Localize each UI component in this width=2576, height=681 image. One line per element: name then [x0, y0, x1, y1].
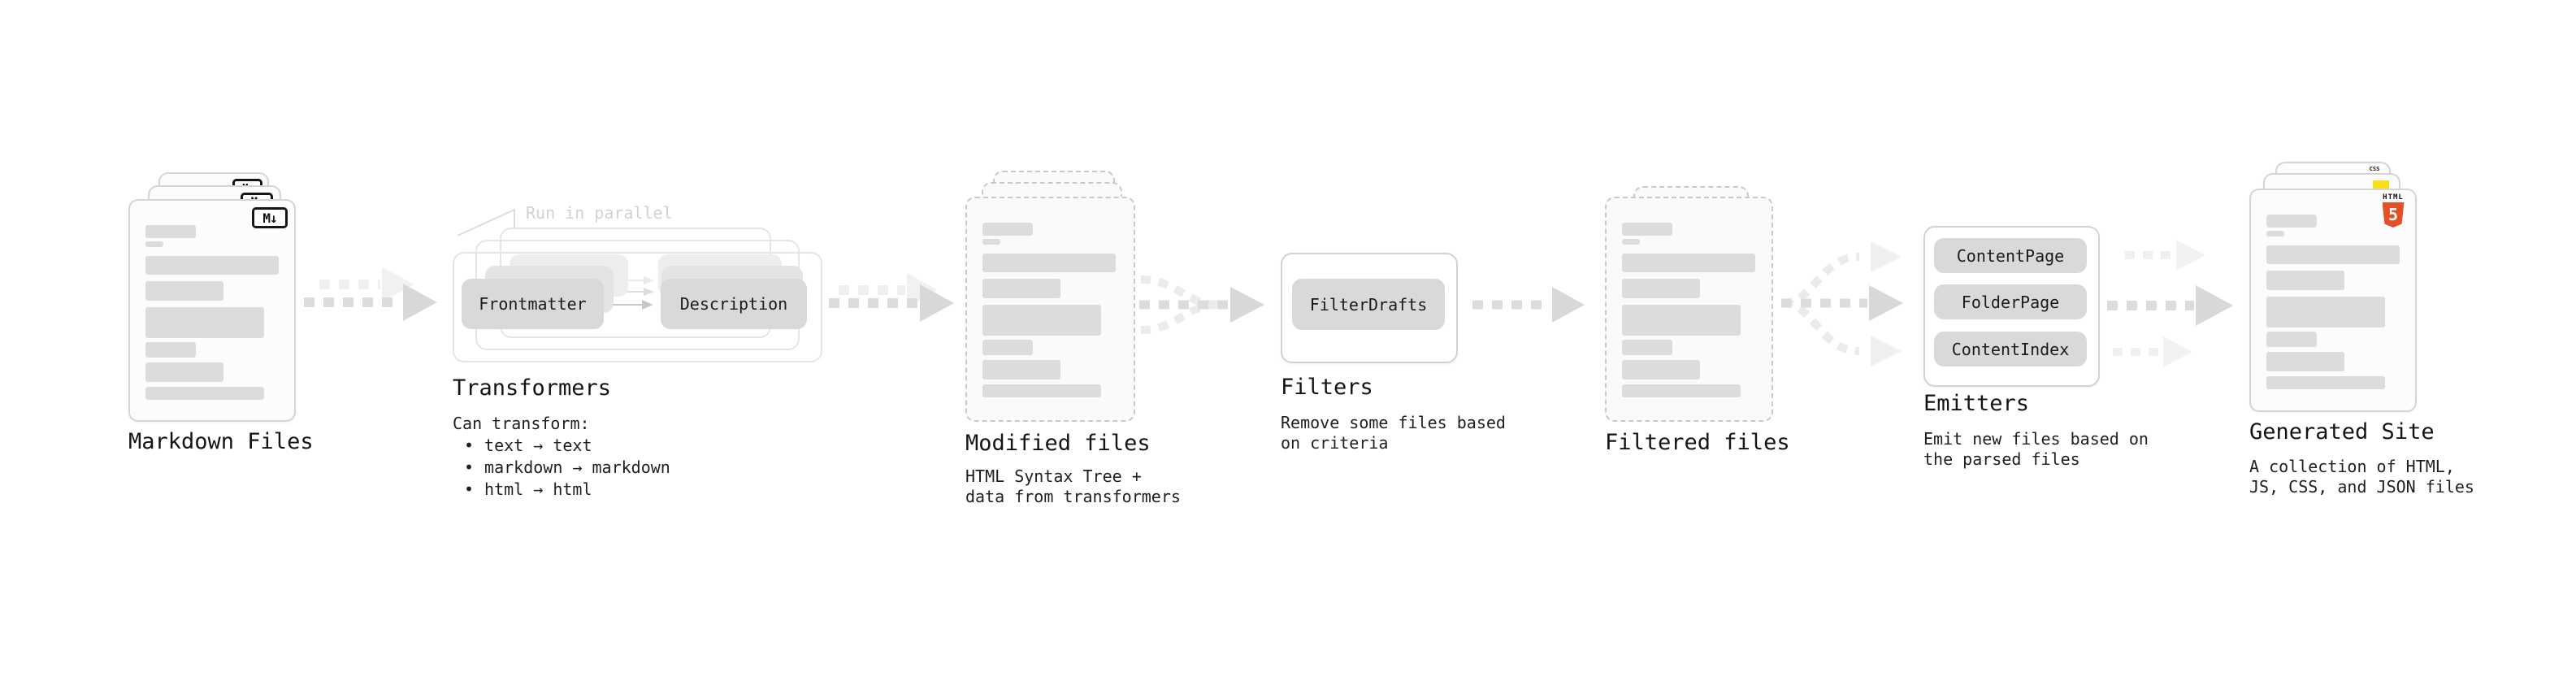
skeleton-line	[145, 307, 264, 338]
skeleton-line	[145, 342, 196, 358]
javascript-icon	[2373, 180, 2389, 189]
bullet-marker: •	[464, 458, 475, 477]
transformer-layer-front	[453, 252, 822, 362]
bullet-text: html → html	[484, 479, 592, 499]
skeleton-line	[145, 281, 223, 301]
subtitle-line: Emit new files based on	[1923, 429, 2149, 449]
emitters-subtitle: Emit new files based on the parsed files	[1923, 429, 2149, 470]
skeleton-line	[2266, 352, 2344, 371]
subtitle-line: A collection of HTML,	[2249, 457, 2455, 476]
skeleton-line	[2266, 245, 2400, 264]
emitter-chip-contentpage: ContentPage	[1934, 238, 2087, 273]
skeleton-line	[2266, 215, 2317, 228]
modified-file-card-front	[965, 197, 1135, 422]
skeleton-line	[2266, 376, 2385, 389]
bullet-item: • text → text	[453, 435, 670, 457]
filtered-files-label: Filtered files	[1605, 430, 1790, 455]
skeleton-line	[145, 256, 279, 275]
skeleton-line	[1622, 254, 1755, 272]
markdown-files-label: Markdown Files	[128, 429, 314, 454]
skeleton-line	[982, 305, 1101, 336]
skeleton-line	[982, 239, 1000, 245]
skeleton-line	[145, 362, 223, 382]
transformer-chip-description: Description	[661, 279, 807, 329]
generated-site-subtitle: A collection of HTML, JS, CSS, and JSON …	[2249, 457, 2474, 497]
filters-subtitle: Remove some files based on criteria	[1281, 413, 1506, 453]
skeleton-line	[2266, 332, 2317, 347]
generated-site-label: Generated Site	[2249, 419, 2435, 445]
bullet-marker: •	[464, 479, 475, 499]
bullet-item: • markdown → markdown	[453, 457, 670, 479]
skeleton-line	[1622, 305, 1741, 336]
skeleton-line	[982, 279, 1060, 298]
skeleton-line	[1622, 239, 1640, 245]
skeleton-line	[982, 223, 1033, 236]
modified-files-label: Modified files	[965, 431, 1151, 456]
filters-label: Filters	[1281, 375, 1373, 400]
transformers-label: Transformers	[453, 375, 612, 401]
bullet-marker: •	[464, 436, 475, 455]
flow-arrow-markdown-to-transformers	[304, 267, 437, 321]
emitters-label: Emitters	[1923, 391, 2030, 416]
skeleton-line	[145, 225, 196, 238]
skeleton-line	[982, 360, 1060, 380]
skeleton-line	[1622, 340, 1672, 355]
markdown-file-card-front: M↓	[128, 199, 296, 422]
skeleton-line	[982, 384, 1101, 397]
subtitle-line: on criteria	[1281, 433, 1389, 453]
skeleton-line	[2266, 271, 2344, 290]
flow-arrow-merge-to-filters	[1139, 275, 1264, 334]
emitter-chip-contentindex: ContentIndex	[1934, 332, 2087, 367]
skeleton-line	[1622, 223, 1672, 236]
transformer-chip-frontmatter: Frontmatter	[462, 279, 604, 329]
subtitle-line: HTML Syntax Tree +	[965, 466, 1142, 486]
skeleton-line	[1622, 384, 1741, 397]
skeleton-line	[2266, 231, 2284, 236]
skeleton-line	[982, 254, 1116, 272]
flow-arrow-transformers-to-modified	[829, 273, 954, 322]
modified-files-subtitle: HTML Syntax Tree + data from transformer…	[965, 466, 1181, 507]
subtitle-line: the parsed files	[1923, 449, 2080, 469]
skeleton-line	[145, 387, 264, 400]
skeleton-line	[1622, 279, 1700, 298]
skeleton-line	[145, 241, 163, 247]
bullet-text: text → text	[484, 436, 592, 455]
run-in-parallel-note: Run in parallel	[526, 203, 673, 223]
filter-chip-filterdrafts: FilterDrafts	[1292, 279, 1445, 330]
generated-file-card-front: HTML 5	[2249, 189, 2417, 412]
bullet-item: • html → html	[453, 479, 670, 501]
markdown-icon: M↓	[252, 207, 288, 228]
flow-arrow-emitters-to-generated	[2107, 240, 2233, 367]
skeleton-line	[2266, 297, 2385, 327]
transformers-description-title: Can transform:	[453, 414, 590, 433]
subtitle-line: Remove some files based	[1281, 413, 1506, 432]
subtitle-line: data from transformers	[965, 487, 1181, 506]
filtered-file-card-front	[1605, 197, 1773, 422]
transformers-bullet-list: • text → text • markdown → markdown • ht…	[453, 435, 670, 501]
bullet-text: markdown → markdown	[484, 458, 670, 477]
skeleton-line	[1622, 360, 1700, 380]
subtitle-line: JS, CSS, and JSON files	[2249, 477, 2474, 497]
flow-arrow-filters-to-filtered	[1472, 287, 1585, 323]
emitter-chip-folderpage: FolderPage	[1934, 284, 2087, 319]
flow-arrow-split-to-emitters	[1781, 241, 1903, 367]
skeleton-line	[982, 340, 1033, 355]
html5-icon: HTML 5	[2381, 193, 2405, 228]
